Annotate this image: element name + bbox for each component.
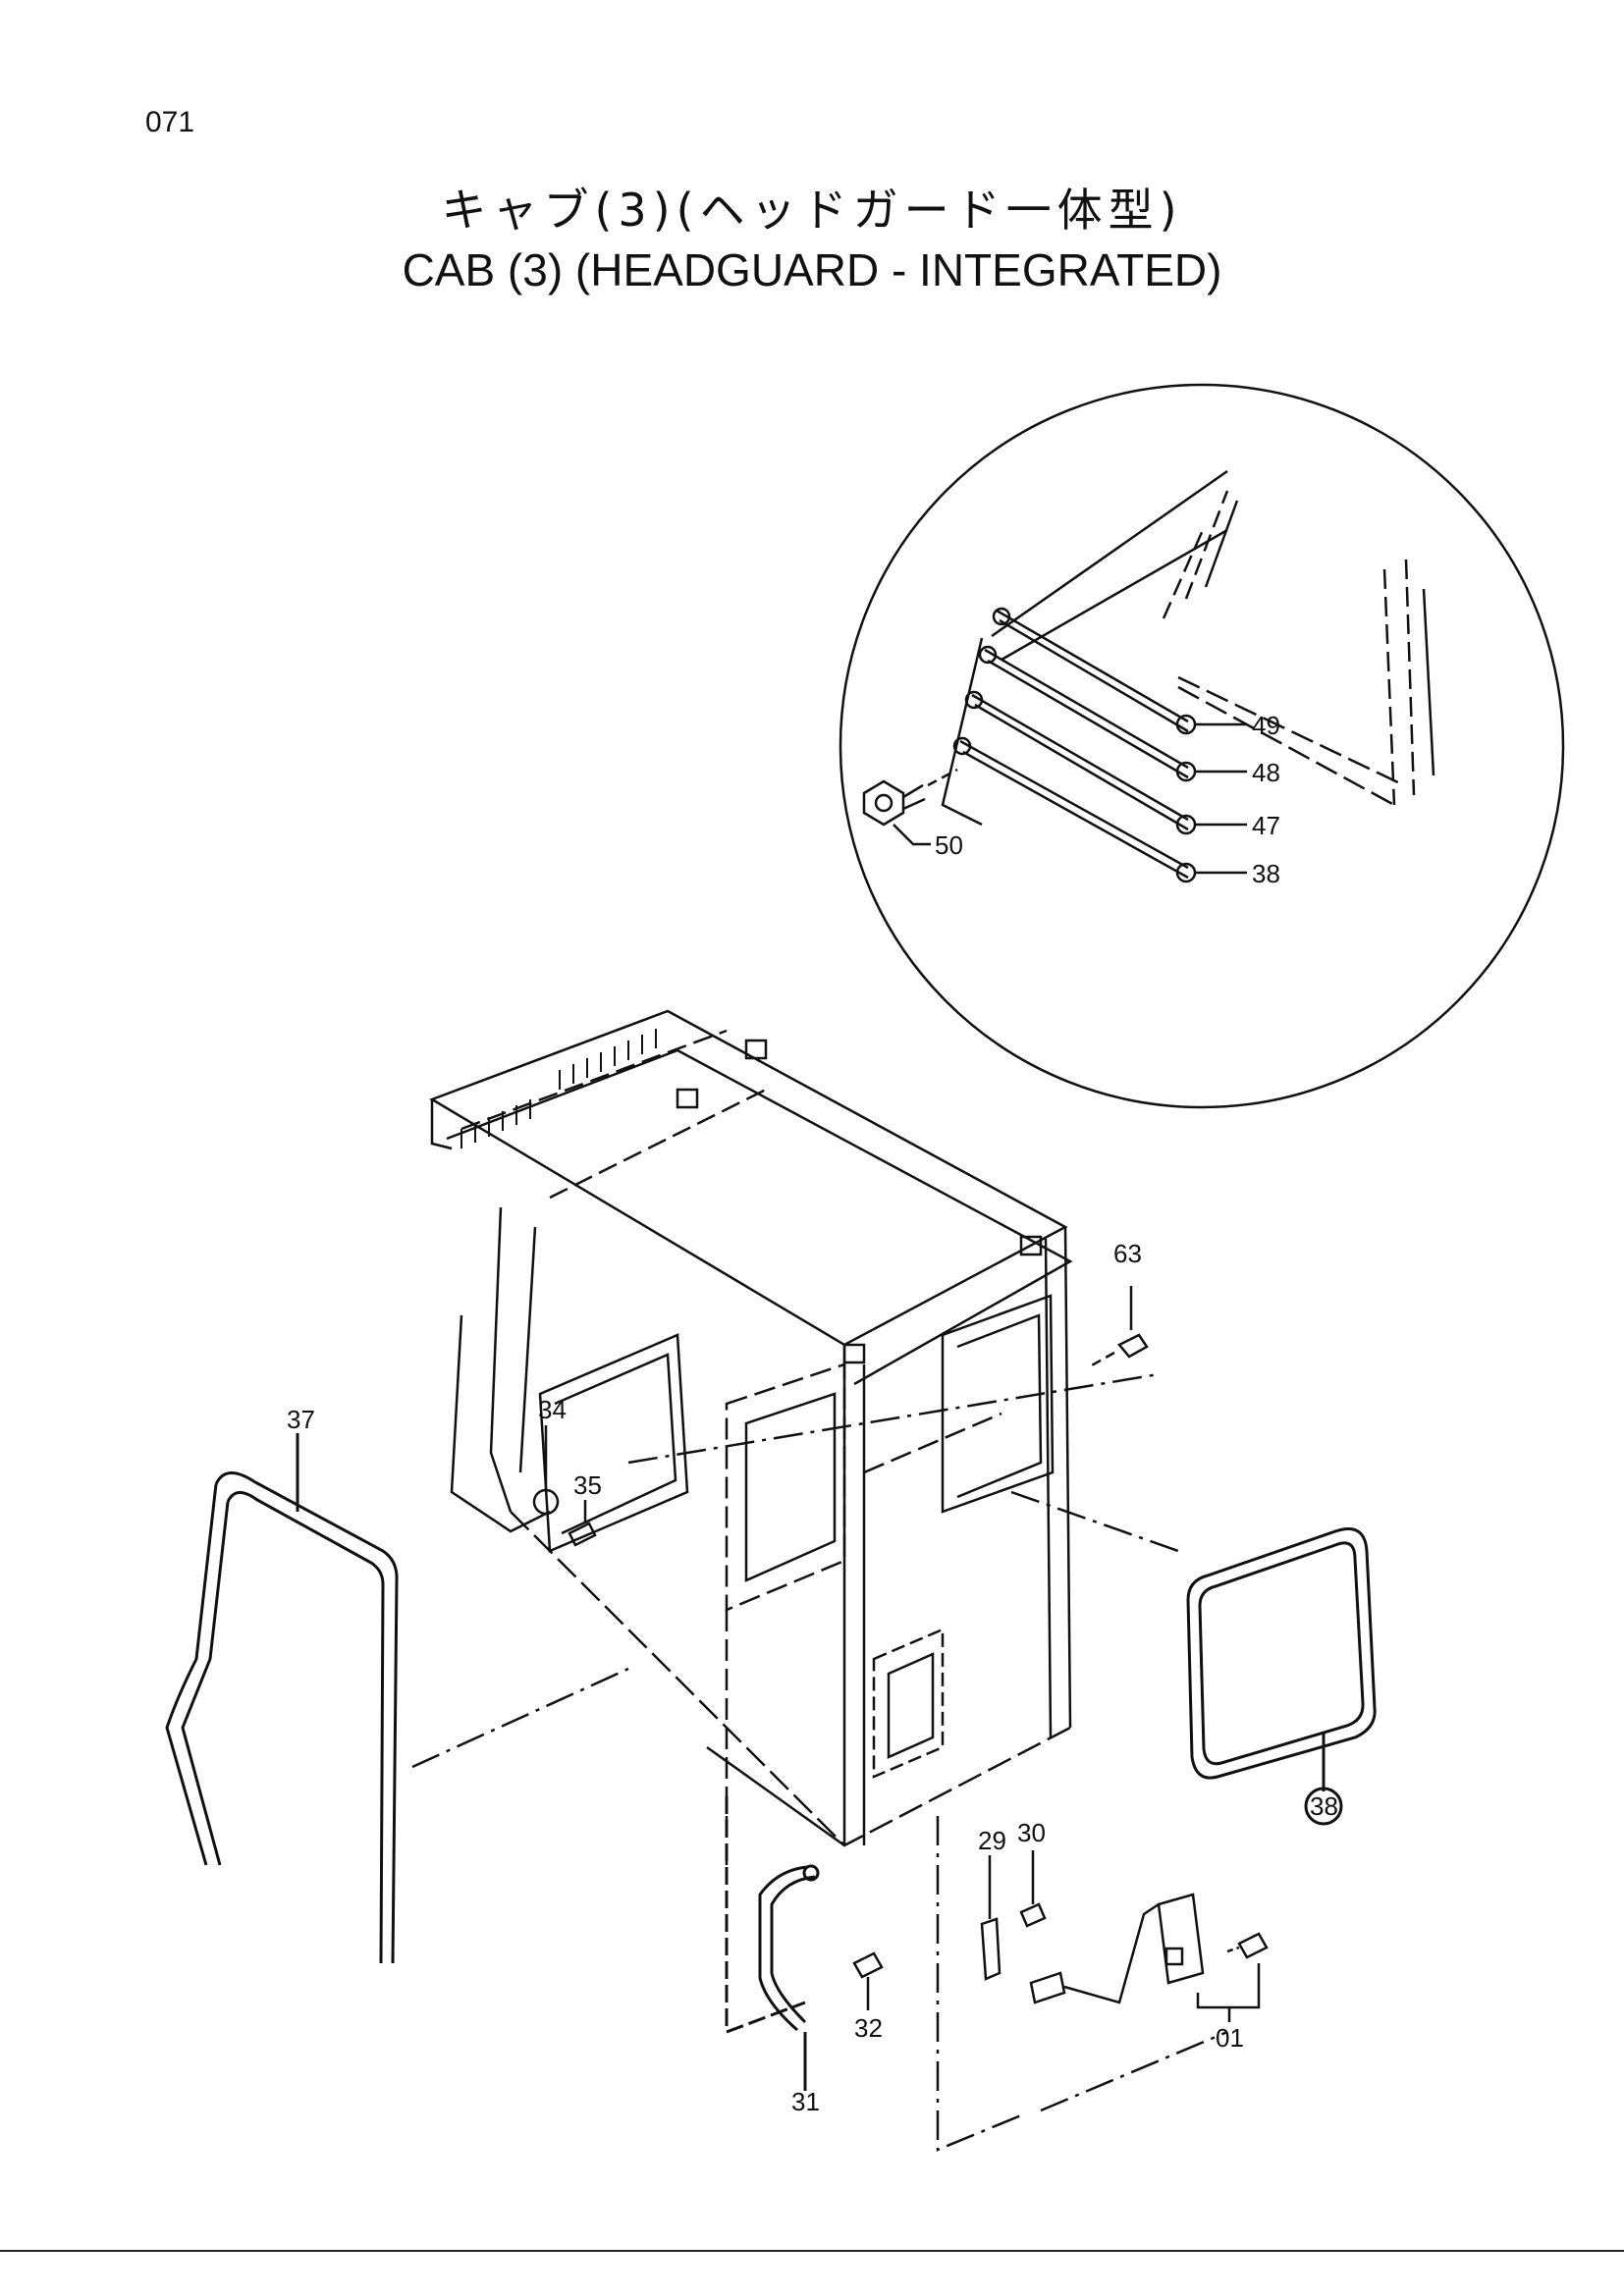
bolt-51 bbox=[862, 768, 958, 827]
page-number: 071 bbox=[145, 106, 195, 138]
callout-48: 47 bbox=[1252, 811, 1280, 840]
callout-01: 01 bbox=[1216, 2023, 1244, 2053]
callout-49: 48 bbox=[1252, 758, 1280, 787]
cab-frame bbox=[411, 1009, 1179, 1865]
callout-38: 38 bbox=[1310, 1791, 1338, 1821]
lock-01 bbox=[1029, 1893, 1269, 2022]
callout-51: 50 bbox=[935, 830, 963, 860]
weatherstrip-37 bbox=[165, 1433, 399, 1964]
bolt-32 bbox=[852, 1951, 884, 2010]
detail-circle bbox=[839, 383, 1565, 1109]
bar-49 bbox=[978, 645, 1197, 782]
callout-37: 37 bbox=[287, 1405, 315, 1434]
guide-line bbox=[936, 1816, 1022, 2152]
callout-34: 34 bbox=[538, 1395, 567, 1424]
plate-29 bbox=[980, 1855, 1001, 1981]
callout-29: 29 bbox=[978, 1826, 1006, 1855]
callout-30: 30 bbox=[1017, 1818, 1046, 1847]
bar-50 bbox=[992, 607, 1197, 735]
clip-34 bbox=[532, 1425, 560, 1516]
screw-63 bbox=[1089, 1286, 1149, 1368]
bar-47 bbox=[952, 736, 1197, 883]
callout-35: 35 bbox=[573, 1470, 602, 1500]
handle-31 bbox=[725, 1796, 820, 2091]
bar-48 bbox=[964, 690, 1197, 835]
callout-31: 31 bbox=[791, 2087, 820, 2116]
callout-labels: 49 48 47 38 50 63 34 35 37 38 29 30 31 3… bbox=[287, 711, 1338, 2116]
callout-32: 32 bbox=[854, 2013, 883, 2043]
screw-35 bbox=[568, 1500, 597, 1547]
title-english: CAB (3) (HEADGUARD - INTEGRATED) bbox=[402, 244, 1222, 295]
screw-30 bbox=[1019, 1850, 1047, 1928]
callout-47: 38 bbox=[1252, 859, 1280, 888]
footer-rule bbox=[0, 2250, 1624, 2252]
callout-50: 49 bbox=[1252, 711, 1280, 740]
title-japanese: キャブ(3)(ヘッドガード一体型) bbox=[441, 184, 1183, 237]
callout-63: 63 bbox=[1113, 1239, 1142, 1268]
seal-38 bbox=[1186, 1527, 1377, 1826]
